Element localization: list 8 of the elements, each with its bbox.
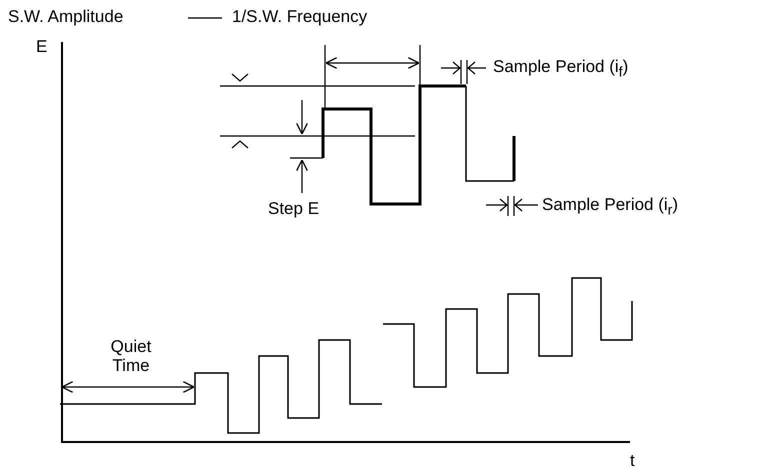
dimension-label: Quiet Time — [110, 338, 152, 376]
dimension-label: Step E — [268, 200, 320, 219]
dimension-label: Sample Period (i$_{f}$) — [493, 58, 628, 81]
axis-label: E — [36, 38, 48, 57]
dimension-label: Sample Period (i$_{r}$) — [542, 196, 678, 219]
dimension-label: 1/S.W. Frequency — [232, 8, 368, 27]
axis-label: S.W. Amplitude — [8, 8, 124, 27]
axis-label: t — [630, 452, 635, 471]
